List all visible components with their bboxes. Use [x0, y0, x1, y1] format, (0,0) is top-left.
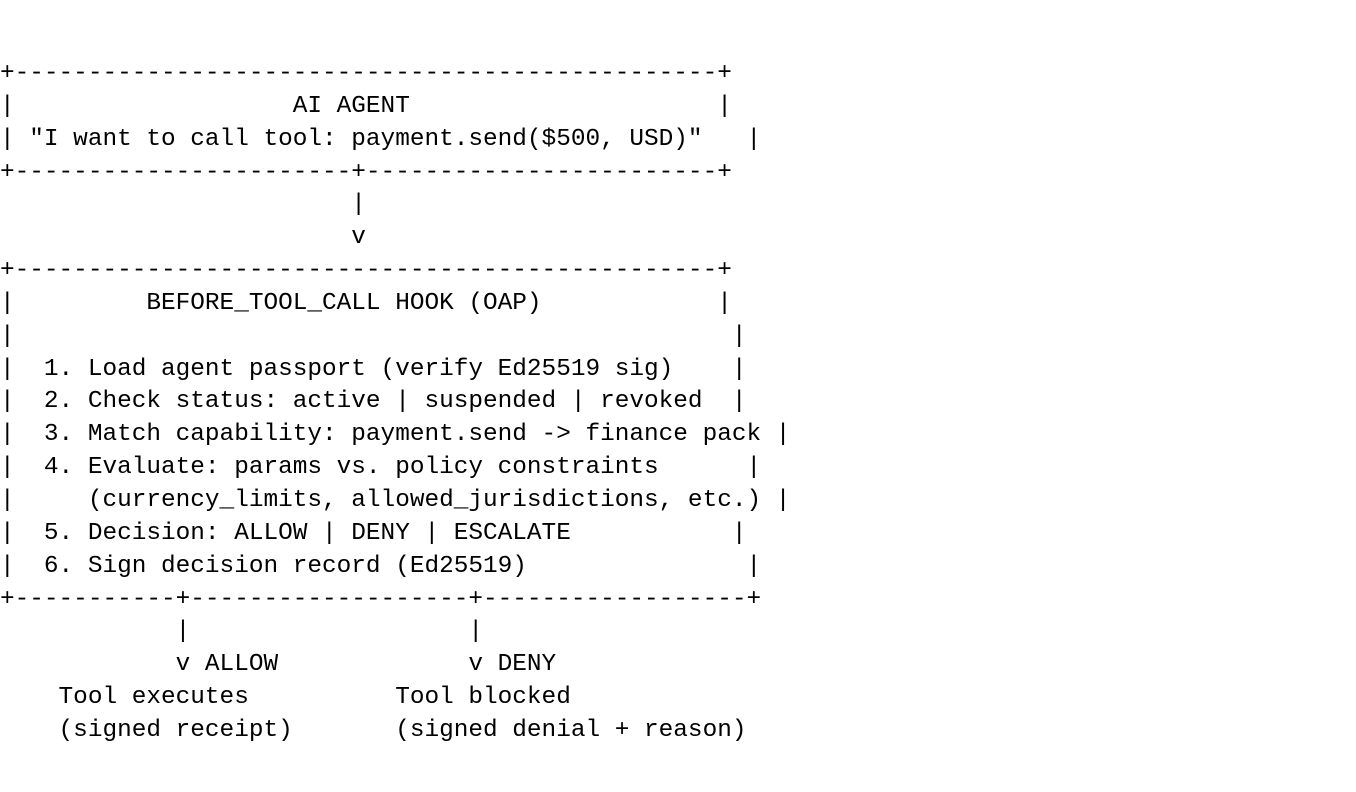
hook-step-5: | 5. Decision: ALLOW | DENY | ESCALATE |: [0, 519, 747, 547]
connector-line: |: [0, 191, 366, 219]
branch-outcomes: Tool executes Tool blocked: [0, 684, 571, 712]
arrow-down: v: [0, 224, 366, 252]
hook-step-4: | 4. Evaluate: params vs. policy constra…: [0, 454, 762, 482]
agent-box-request: | "I want to call tool: payment.send($50…: [0, 125, 762, 153]
agent-box-title: | AI AGENT |: [0, 92, 732, 120]
branch-arrows: v ALLOW v DENY: [0, 651, 557, 679]
hook-box-bottom-border: +-----------+-------------------+-------…: [0, 585, 762, 613]
hook-step-2: | 2. Check status: active | suspended | …: [0, 388, 747, 416]
hook-box-top-border: +---------------------------------------…: [0, 257, 732, 285]
hook-box-title: | BEFORE_TOOL_CALL HOOK (OAP) |: [0, 289, 732, 317]
agent-box-bottom-border: +-----------------------+---------------…: [0, 158, 732, 186]
hook-step-1: | 1. Load agent passport (verify Ed25519…: [0, 355, 747, 383]
hook-step-6: | 6. Sign decision record (Ed25519) |: [0, 552, 762, 580]
agent-box-top-border: +---------------------------------------…: [0, 60, 732, 87]
ascii-flow-diagram: +---------------------------------------…: [0, 58, 790, 748]
branch-outcome-details: (signed receipt) (signed denial + reason…: [0, 716, 747, 744]
hook-box-blank: | |: [0, 322, 747, 350]
hook-step-3: | 3. Match capability: payment.send -> f…: [0, 421, 791, 449]
branch-connectors: | |: [0, 618, 484, 646]
hook-step-4-detail: | (currency_limits, allowed_jurisdiction…: [0, 486, 791, 514]
